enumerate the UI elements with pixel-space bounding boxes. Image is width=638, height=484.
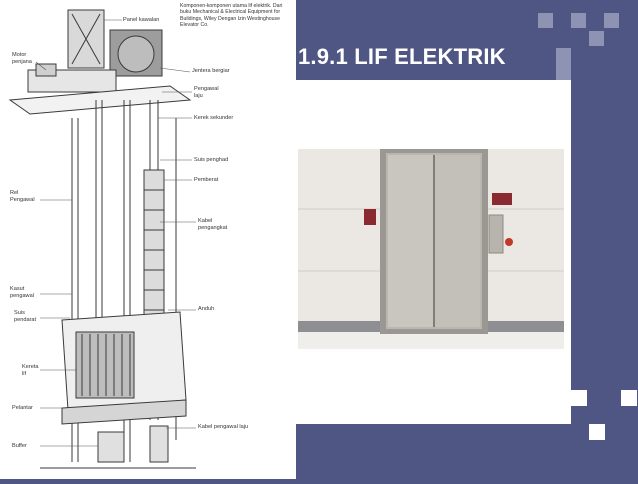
label-buffer: Buffer	[12, 443, 27, 449]
label-motor-penjana: Motor penjana	[12, 52, 32, 65]
label-pengawal-laju: Pengawal laju	[194, 86, 219, 99]
label-kasut-pengawal: Kasut pengawal	[10, 286, 34, 299]
decor-square	[556, 48, 571, 81]
label-suis-pendarat: Suis pendarat	[14, 310, 37, 323]
elevator-line-drawing	[8, 9, 196, 469]
decor-square	[604, 13, 619, 28]
label-suis-penghad: Suis penghad	[194, 157, 229, 163]
label-panel-kawalan: Panel kawalan	[123, 17, 160, 23]
decor-square	[571, 13, 586, 28]
label-jentera-bergiar: Jentera bergiar	[192, 68, 230, 74]
slide-title: 1.9.1 LIF ELEKTRIK	[298, 44, 506, 69]
decor-square	[589, 424, 605, 440]
label-kereta-lif: Kereta lif	[22, 364, 39, 377]
elevator-diagram: Komponen-komponen utama lif elektrik. Da…	[0, 0, 296, 479]
decor-square	[571, 390, 587, 406]
label-anduh: Anduh	[198, 306, 215, 312]
decor-square	[621, 390, 637, 406]
elevator-photo	[298, 149, 564, 349]
label-kabel-pengawal-laju: Kabel pengawal laju	[198, 424, 249, 430]
label-kabel-pengangkat: Kabel pengangkat	[198, 218, 228, 231]
label-pemberat: Pemberat	[194, 177, 219, 183]
label-kerek-sekunder: Kerek sekunder	[194, 115, 234, 121]
label-rel-pengawal: Rel Pengawal	[10, 190, 35, 203]
label-pelantar: Pelantar	[12, 405, 33, 411]
decor-square	[538, 13, 553, 28]
diagram-caption: Komponen-komponen utama lif elektrik. Da…	[180, 3, 283, 28]
decor-square	[589, 31, 604, 46]
